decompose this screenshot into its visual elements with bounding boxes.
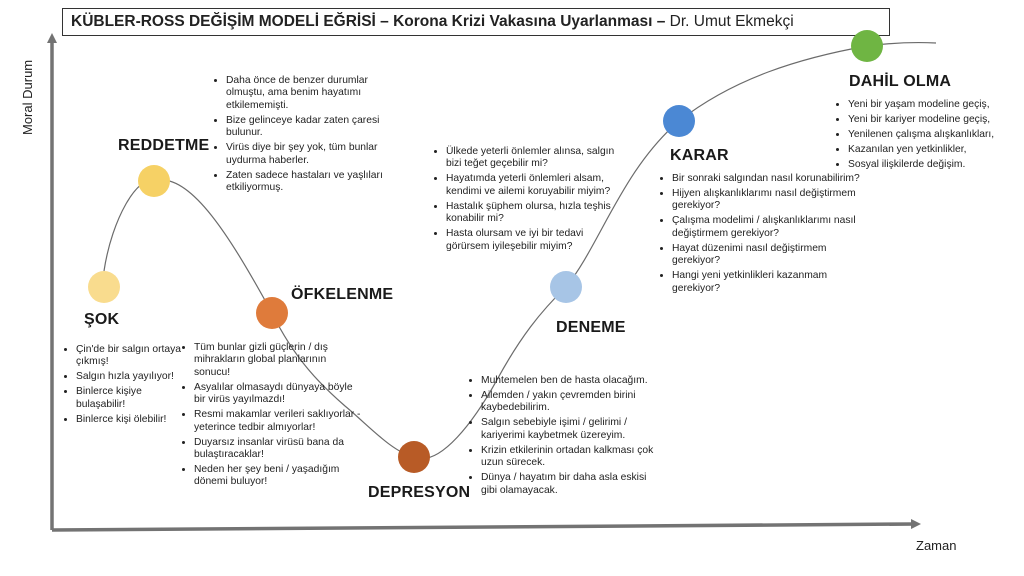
note-item: Neden her şey beni / yaşadığım dönemi bu…	[194, 464, 362, 489]
note-item: Hijyen alışkanlıklarımı nasıl değiştirme…	[672, 188, 862, 213]
stage-dot-depresyon	[398, 441, 430, 473]
note-item: Ailemden / yakın çevremden birini kaybed…	[481, 390, 659, 415]
note-item: Ülkede yeterli önlemler alınsa, salgın b…	[446, 146, 618, 171]
title-dash-2: –	[652, 13, 670, 30]
title-main: KÜBLER-ROSS DEĞİŞİM MODELİ EĞRİSİ	[71, 13, 376, 30]
note-item: Zaten sadece hastaları ve yaşlıları etki…	[226, 170, 388, 195]
stage-dot-deneme	[550, 271, 582, 303]
note-item: Hayatımda yeterli önlemleri alsam, kendi…	[446, 173, 618, 198]
note-item: Yenilenen çalışma alışkanlıkları,	[848, 129, 1024, 141]
note-item: Hastalık şüphem olursa, hızla teşhis kon…	[446, 201, 618, 226]
stage-label-deneme: DENEME	[556, 319, 626, 336]
stage-label-depresyon: DEPRESYON	[368, 484, 471, 501]
stage-dot-dahil-olma	[851, 30, 883, 62]
notes-sok: Çin'de bir salgın ortaya çıkmış! Salgın …	[62, 344, 184, 429]
note-item: Asyalılar olmasaydı dünyaya böyle bir vi…	[194, 382, 362, 407]
notes-karar: Bir sonraki salgından nasıl korunabiliri…	[658, 173, 862, 298]
title-author: Dr. Umut Ekmekçi	[669, 13, 794, 30]
note-item: Salgın hızla yayılıyor!	[76, 371, 184, 383]
stage-label-karar: KARAR	[670, 147, 729, 164]
note-item: Bir sonraki salgından nasıl korunabiliri…	[672, 173, 862, 185]
stage-label-ofkelenme: ÖFKELENME	[291, 286, 394, 303]
note-item: Salgın sebebiyle işimi / gelirimi / kari…	[481, 417, 659, 442]
stage-dot-karar	[663, 105, 695, 137]
stage-dot-sok	[88, 271, 120, 303]
stage-dot-reddetme	[138, 165, 170, 197]
notes-deneme: Ülkede yeterli önlemler alınsa, salgın b…	[432, 146, 618, 256]
note-item: Yeni bir yaşam modeline geçiş,	[848, 99, 1024, 111]
note-item: Çalışma modelimi / alışkanlıklarımı nası…	[672, 215, 862, 240]
notes-dahil-olma: Yeni bir yaşam modeline geçiş, Yeni bir …	[834, 99, 1024, 174]
notes-depresyon: Muhtemelen ben de hasta olacağım. Ailemd…	[467, 375, 659, 500]
note-item: Hayat düzenimi nasıl değiştirmem gerekiy…	[672, 243, 862, 268]
note-item: Duyarsız insanlar virüsü bana da bulaştı…	[194, 437, 362, 462]
note-item: Yeni bir kariyer modeline geçiş,	[848, 114, 1024, 126]
note-item: Dünya / hayatım bir daha asla eskisi gib…	[481, 472, 659, 497]
note-item: Muhtemelen ben de hasta olacağım.	[481, 375, 659, 387]
notes-ofkelenme: Tüm bunlar gizli güçlerin / dış mihrakla…	[180, 342, 362, 491]
note-item: Çin'de bir salgın ortaya çıkmış!	[76, 344, 184, 369]
stage-label-sok: ŞOK	[84, 311, 120, 328]
notes-reddetme: Daha önce de benzer durumlar olmuştu, am…	[212, 75, 388, 197]
x-axis-label: Zaman	[916, 538, 957, 553]
y-axis-label: Moral Durum	[20, 59, 35, 135]
note-item: Hangi yeni yetkinlikleri kazanmam gereki…	[672, 270, 862, 295]
diagram-title: KÜBLER-ROSS DEĞİŞİM MODELİ EĞRİSİ – Koro…	[62, 8, 890, 36]
note-item: Virüs diye bir şey yok, tüm bunlar uydur…	[226, 142, 388, 167]
change-curve	[103, 42, 937, 460]
title-sub: Korona Krizi Vakasına Uyarlanması	[393, 13, 653, 30]
note-item: Sosyal ilişkilerde değişim.	[848, 159, 1024, 171]
stage-dot-ofkelenme	[256, 297, 288, 329]
note-item: Daha önce de benzer durumlar olmuştu, am…	[226, 75, 388, 112]
note-item: Hasta olursam ve iyi bir tedavi görürsem…	[446, 228, 618, 253]
stage-label-dahil-olma: DAHİL OLMA	[849, 73, 952, 90]
note-item: Kazanılan yen yetkinlikler,	[848, 144, 1024, 156]
title-dash-1: –	[375, 13, 394, 30]
note-item: Binlerce kişiye bulaşabilir!	[76, 386, 184, 411]
stage-label-reddetme: REDDETME	[118, 137, 210, 154]
note-item: Binlerce kişi ölebilir!	[76, 414, 184, 426]
note-item: Bize gelinceye kadar zaten çaresi bulunu…	[226, 115, 388, 140]
note-item: Krizin etkilerinin ortadan kalkması çok …	[481, 445, 659, 470]
x-axis	[51, 519, 921, 532]
note-item: Resmi makamlar verileri saklıyorlar - ye…	[194, 409, 362, 434]
note-item: Tüm bunlar gizli güçlerin / dış mihrakla…	[194, 342, 362, 379]
